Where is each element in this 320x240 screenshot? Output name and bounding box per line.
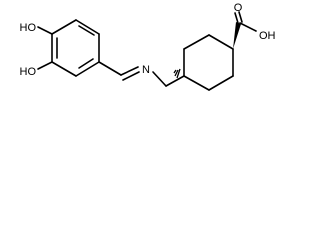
ring-bond <box>183 75 210 91</box>
methylene-cyclohexyl-bond <box>165 75 185 87</box>
hydroxyl-acid-bond <box>239 22 257 32</box>
ring-double-bond <box>78 58 94 69</box>
ring-bond <box>75 61 100 77</box>
hydroxyl-top-label: HO <box>20 22 37 34</box>
ring-bond <box>51 61 77 77</box>
cyclohexane-ring <box>183 34 234 91</box>
bold-wedge-bond <box>233 22 241 49</box>
hydroxyl-bond-top <box>37 26 53 35</box>
imine-nitrogen-label: N <box>142 64 150 76</box>
ring-bond <box>208 75 234 91</box>
nitrogen-methylene-bond <box>152 71 167 87</box>
carbonyl-oxygen-label: O <box>234 2 243 14</box>
carbonyl-double-bond <box>234 12 239 24</box>
imine-double-bond <box>120 66 139 76</box>
imine-double-bond <box>122 71 140 81</box>
hydroxyl-bond-bottom <box>37 61 53 70</box>
hashed-wedge-bond <box>173 68 181 79</box>
ring-bond <box>51 19 77 35</box>
hydroxyl-bottom-label: HO <box>20 66 37 78</box>
catechol-ring <box>51 19 100 77</box>
ring-bond <box>183 34 210 50</box>
ring-bond <box>208 34 234 50</box>
chemical-structure: HO HO N O OH <box>20 2 276 91</box>
carboxyl-hydroxyl-label: OH <box>259 30 276 42</box>
ring-bond <box>75 19 100 35</box>
aryl-methine-bond <box>98 61 122 76</box>
ring-double-bond <box>78 25 95 36</box>
carbonyl-double-bond <box>238 11 243 23</box>
